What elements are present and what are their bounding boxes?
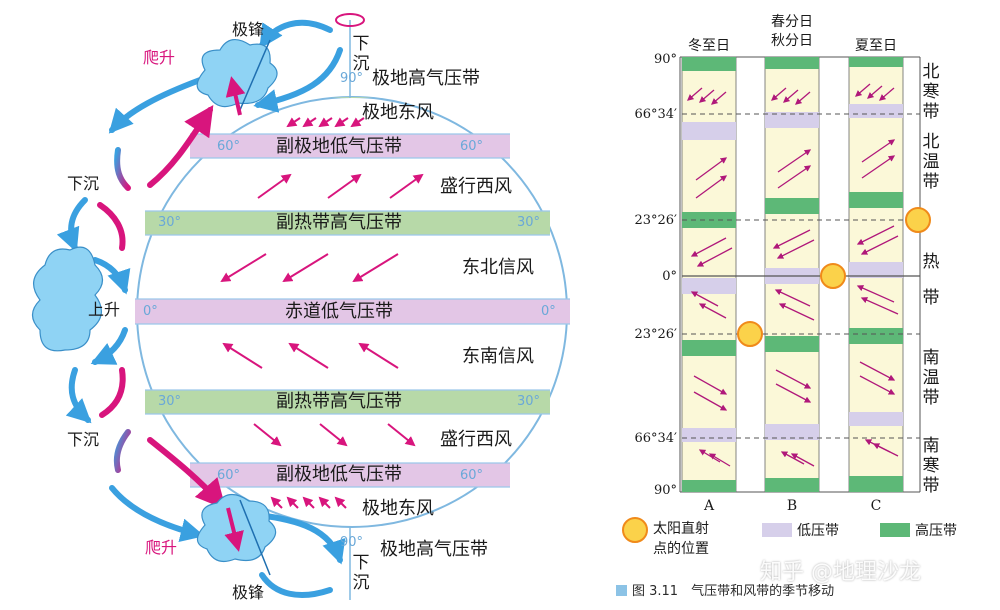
column-letter-b: B (786, 498, 798, 514)
label-polar-high-s: 极地高气压带 (380, 539, 488, 560)
label-equatorial-low: 赤道低气压带 (285, 301, 393, 322)
legend-sun-line2: 点的位置 (653, 541, 709, 557)
header-equinox-autumn: 秋分日 (771, 33, 813, 49)
band-polar-high-s (280, 527, 430, 535)
label-ne-trade: 东北信风 (462, 257, 534, 278)
polar-front-line-n (239, 39, 271, 111)
band-subpolar-low-s (190, 463, 510, 487)
latitude-lines (135, 133, 570, 488)
column-letter-c: C (870, 498, 882, 514)
label-se-trade: 东南信风 (462, 346, 534, 367)
zone-tropical-1: 热 (922, 252, 940, 272)
sun-icon-equinox (820, 263, 846, 289)
legend-low-swatch (762, 523, 792, 537)
label-polar-easterly-n: 极地东风 (362, 102, 434, 123)
circulation-flows (56, 19, 346, 598)
legend-sun-icon (622, 517, 648, 543)
band-subtropical-high-n (145, 211, 550, 235)
label-westerly-s: 盛行西风 (440, 429, 512, 450)
zone-south-temperate: 南温带 (922, 348, 940, 409)
header-winter: 冬至日 (688, 38, 730, 54)
rise-arrow-n (225, 76, 246, 116)
deg-30-s-left: 30° (158, 394, 182, 409)
label-polar-easterly-s: 极地东风 (362, 498, 434, 519)
zone-south-frigid: 南寒带 (922, 436, 940, 497)
legend-low-text: 低压带 (797, 523, 839, 539)
sun-icon-summer (905, 207, 931, 233)
lat-66-s: 66°34′ (634, 431, 677, 446)
label-rise-equator: 上升 (88, 300, 121, 319)
zone-north-temperate: 北温带 (922, 132, 940, 193)
lat-90-s: 90° (653, 483, 677, 498)
deg-90-s: 90° (340, 535, 364, 550)
cloud-icon-equator (31, 246, 104, 352)
deg-60-n-right: 60° (460, 139, 484, 154)
deg-60-n-left: 60° (217, 139, 241, 154)
label-rise-s: 爬升 (145, 538, 178, 557)
label-sink-pole-n: 下沉 (352, 34, 370, 75)
legend-high-text: 高压带 (915, 523, 957, 539)
legend-high-swatch (880, 523, 910, 537)
deg-0-right: 0° (541, 304, 556, 319)
lat-23-n: 23°26′ (634, 213, 677, 228)
label-polar-high-n: 极地高气压带 (372, 68, 480, 89)
sun-icon-winter (737, 321, 763, 347)
band-subtropical-high-s (145, 390, 550, 414)
cloud-icon-north (196, 39, 278, 108)
polar-front-line-s (239, 499, 271, 576)
deg-60-s-left: 60° (217, 468, 241, 483)
polar-rotation-icon (335, 13, 365, 27)
label-subpolar-low-n: 副极地低气压带 (276, 136, 402, 157)
figure-caption: 图 3.11 气压带和风带的季节移动 (632, 584, 835, 599)
band-equatorial-low (135, 299, 570, 324)
label-subpolar-low-s: 副极地低气压带 (276, 464, 402, 485)
cloud-icons (31, 39, 278, 562)
deg-90-n: 90° (340, 71, 364, 86)
label-subtropical-high-n: 副热带高气压带 (276, 212, 402, 233)
lat-90-n: 90° (653, 52, 677, 67)
left-diagram (31, 13, 570, 600)
legend-sun-line1: 太阳直射 (653, 521, 709, 537)
deg-30-n-right: 30° (517, 215, 541, 230)
deg-0-left: 0° (143, 304, 158, 319)
deg-30-s-right: 30° (517, 394, 541, 409)
bands-column-b (765, 57, 819, 492)
deg-60-s-right: 60° (460, 468, 484, 483)
band-subpolar-low-n (190, 134, 510, 158)
label-subtropical-high-s: 副热带高气压带 (276, 391, 402, 412)
label-polar-front-s: 极锋 (232, 583, 265, 602)
zone-tropical-2: 带 (922, 288, 940, 308)
caption-marker (616, 585, 627, 596)
watermark: 知乎 @地理沙龙 (760, 560, 921, 585)
right-diagram (616, 56, 931, 596)
deg-30-n-left: 30° (158, 215, 182, 230)
column-letter-a: A (703, 498, 715, 514)
zone-north-frigid: 北寒带 (922, 62, 940, 123)
label-rise-n: 爬升 (143, 48, 176, 67)
label-sink-mid-n: 下沉 (67, 174, 100, 193)
bands-column-a (682, 57, 736, 492)
cloud-icon-south (196, 493, 277, 562)
band-polar-high-n (280, 97, 430, 98)
header-summer: 夏至日 (855, 38, 897, 54)
lat-23-s: 23°26′ (634, 327, 677, 342)
lat-66-n: 66°34′ (634, 107, 677, 122)
label-sink-mid-s: 下沉 (67, 430, 100, 449)
lat-0: 0° (662, 269, 677, 284)
label-westerly-n: 盛行西风 (440, 176, 512, 197)
label-sink-pole-s: 下沉 (352, 553, 370, 594)
latitude-dashes (682, 113, 920, 439)
header-equinox-spring: 春分日 (771, 14, 813, 30)
wind-arrows (220, 117, 424, 509)
label-polar-front-n: 极锋 (232, 20, 265, 39)
rise-arrow-s (224, 507, 244, 552)
season-wind-arrows (687, 83, 899, 467)
